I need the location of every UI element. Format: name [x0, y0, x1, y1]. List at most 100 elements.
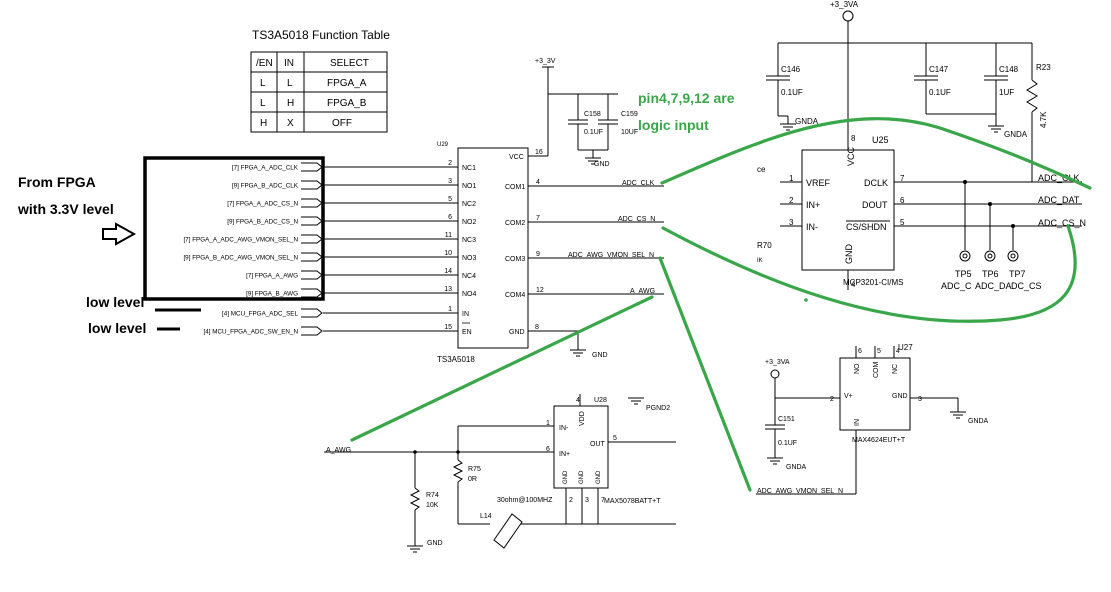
- u29-left-net-label: [4] MCU_FPGA_ADC_SW_EN_N: [204, 329, 299, 336]
- u27-vplus-name: V+: [844, 393, 853, 400]
- from-fpga-label: From FPGA: [18, 174, 96, 190]
- green-annotation-strokes: [350, 117, 1092, 492]
- u29-left-net-label: [9] FPGA_B_ADC_CS_N: [227, 219, 298, 226]
- u29-power-label: +3_3V: [535, 58, 556, 65]
- u25-power-network: +3_3VA C146 0.1UF GNDA C147 0.1UF C148 1…: [766, 0, 1051, 182]
- u29-left-net-label: [7] FPGA_A_AWG: [246, 273, 298, 280]
- c147-val: 0.1UF: [929, 88, 951, 97]
- tp5-net: ADC_C: [941, 281, 972, 291]
- u29-left-pin-name: NC1: [462, 165, 476, 172]
- u25-pin1-num: 1: [789, 174, 794, 183]
- u29-left-pin-num: 13: [444, 286, 452, 293]
- ft-header-in: IN: [284, 58, 294, 69]
- u25-partial-2: R70: [757, 241, 772, 250]
- u28-gnd-label: GND: [427, 540, 443, 547]
- u29-left-net-label: [9] FPGA_B_ADC_CLK: [232, 183, 299, 190]
- u29-left-pin-name: NO1: [462, 183, 477, 190]
- u29-gnd-label: GND: [592, 352, 608, 359]
- ft-r2-sel: FPGA_B: [327, 98, 367, 109]
- tp7-net: DC_CS: [1011, 281, 1042, 291]
- ft-header-select: SELECT: [330, 58, 369, 69]
- u29-left-pin-name: NO3: [462, 255, 477, 262]
- u29-ref: U29: [437, 142, 449, 148]
- logic-note-1: pin4,7,9,12 are: [638, 90, 735, 106]
- u25-dclk: DCLK: [864, 178, 888, 188]
- u25-pin2-num: 2: [789, 196, 794, 205]
- u27-part: MAX4624EUT+T: [852, 437, 906, 444]
- u25-ref: U25: [872, 135, 889, 145]
- u27-gnda-2: GNDA: [968, 418, 989, 425]
- u25-power-label: +3_3VA: [830, 0, 859, 9]
- u29-output-nets: ADC_CLK ADC_CS_N ADC_AWG_VMON_SEL_N A_AW…: [528, 180, 664, 295]
- u29-left-pin-name: NO4: [462, 291, 477, 298]
- u28-out-name: OUT: [590, 441, 606, 448]
- u27-gnda-1: GNDA: [786, 464, 807, 471]
- net-adc-clk: ADC_CLK: [622, 180, 655, 187]
- u25-part: MCP3201-CI/MS: [843, 278, 903, 287]
- ft-r1-sel: FPGA_A: [327, 78, 367, 89]
- u29-left-net-label: [9] FPGA_B_AWG: [246, 291, 298, 298]
- u28-in-minus-num: 1: [546, 420, 550, 427]
- u28-gnd-2: GND: [579, 470, 585, 484]
- u28-net-label: A_AWG: [326, 447, 351, 454]
- c158-val: 0.1UF: [584, 129, 603, 136]
- u27-no-num: 6: [858, 348, 862, 355]
- r74-val: 10K: [426, 502, 439, 509]
- u25-pin7-num: 7: [900, 174, 905, 183]
- u25-pin6-num: 6: [900, 196, 905, 205]
- r75-val: 0R: [468, 476, 477, 483]
- u29-right-pin-name: COM1: [505, 184, 525, 191]
- u29-gnd-name: GND: [509, 329, 525, 336]
- u29-right-pin-num: 9: [536, 251, 540, 258]
- u29-left-net-label: [7] FPGA_A_ADC_CLK: [232, 165, 299, 172]
- u29-left-pin-name: NC4: [462, 273, 476, 280]
- fpga-signals-box: [143, 156, 325, 301]
- u29-right-pin-name: COM2: [505, 220, 525, 227]
- tp6-ref: TP6: [982, 269, 999, 279]
- u27-nc-name: NC: [892, 364, 899, 374]
- net-flag-icon: [301, 198, 323, 208]
- c151-val: 0.1UF: [778, 440, 797, 447]
- u27-gnd-num: 3: [918, 396, 922, 403]
- net-adc-cs-n: ADC_CS_N: [618, 216, 655, 223]
- ft-r2-en: L: [260, 98, 266, 109]
- net-flag-icon: [301, 252, 323, 262]
- u29-left-pin-name: NC3: [462, 237, 476, 244]
- u27-net-label: ADC_AWG_VMON_SEL_N: [757, 488, 843, 495]
- u29-gnd-num: 8: [535, 324, 539, 331]
- ft-r3-in: X: [287, 118, 294, 129]
- ft-r3-sel: OFF: [332, 118, 352, 129]
- ft-r3-en: H: [260, 118, 267, 129]
- u27-switch: U27 MAX4624EUT+T 6 5 4 NO COM NC V+ 2 GN…: [756, 343, 989, 495]
- ft-r1-en: L: [260, 78, 266, 89]
- u29-left-net-label: [7] FPGA_A_ADC_AWG_VMON_SEL_N: [183, 237, 298, 244]
- u29-vcc-name: VCC: [509, 154, 524, 161]
- u29-right-pin-num: 4: [536, 179, 540, 186]
- u29-left-pin-num: 14: [444, 268, 452, 275]
- net-flag-icon: [301, 216, 323, 226]
- u27-nc-num: 4: [896, 348, 900, 355]
- u25-vcc-num: 8: [851, 134, 856, 143]
- u29-left-net-label: [7] FPGA_A_ADC_CS_N: [227, 201, 298, 208]
- r23-ref: R23: [1036, 63, 1051, 72]
- c151-ref: C151: [778, 416, 795, 423]
- c159-ref: C159: [621, 111, 638, 118]
- c148-val: 1UF: [999, 88, 1014, 97]
- u25-in-plus: IN+: [806, 200, 820, 210]
- r75-ref: R75: [468, 466, 481, 473]
- net-flag-icon: [301, 288, 323, 298]
- tp5-ref: TP5: [955, 269, 972, 279]
- u29-right-pin-name: COM4: [505, 292, 525, 299]
- u29-left-net-label: [9] FPGA_B_ADC_AWG_VMON_SEL_N: [183, 255, 298, 262]
- u29-vcc-num: 16: [535, 149, 543, 156]
- function-table: TS3A5018 Function Table /EN IN SELECT L …: [250, 28, 390, 133]
- u28-gnd-3: GND: [596, 470, 602, 484]
- u28-ref: U28: [594, 397, 607, 404]
- u25-net-adc-clk: ADC_CLK: [1038, 173, 1080, 183]
- u29-left-pin-num: 2: [448, 160, 452, 167]
- u28-g1-num: 2: [569, 497, 573, 504]
- u29-left-pin-num: 10: [444, 250, 452, 257]
